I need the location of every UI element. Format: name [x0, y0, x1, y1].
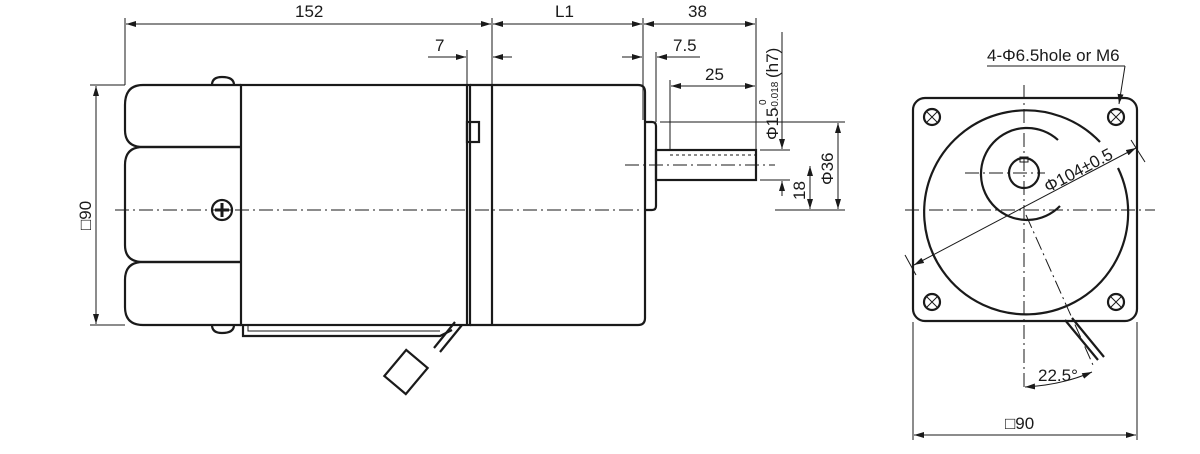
hole-icon — [922, 292, 942, 312]
motor-body — [239, 83, 472, 327]
pilot-flange — [645, 120, 658, 212]
lead-cable — [241, 321, 463, 396]
dim-38: 38 — [688, 2, 707, 21]
side-dimensions: 152 L1 38 7 7.5 25 Φ15 0 -0.018 (h7) 18 … — [76, 2, 845, 326]
mounting-holes — [922, 107, 1126, 312]
gearhead — [470, 83, 647, 327]
dim-pcd: Φ104±0.5 — [1041, 145, 1116, 197]
dim-square90-side: □90 — [76, 201, 95, 230]
hole-note: 4-Φ6.5hole or M6 — [987, 46, 1120, 65]
svg-text:0: 0 — [758, 99, 769, 105]
svg-text:-0.018: -0.018 — [770, 81, 781, 110]
dim-7: 7 — [435, 36, 444, 55]
fan-cover — [123, 75, 241, 335]
gear-arc — [979, 126, 1061, 222]
dim-phi15: Φ15 0 -0.018 (h7) — [758, 48, 782, 140]
side-view — [115, 75, 775, 396]
lead-wires — [1064, 317, 1105, 361]
svg-text:(h7): (h7) — [763, 48, 782, 78]
dim-l1: L1 — [555, 2, 574, 21]
svg-text:Φ15: Φ15 — [763, 108, 782, 140]
key-tab — [465, 120, 481, 144]
front-view — [905, 85, 1155, 390]
dim-7-5: 7.5 — [673, 36, 697, 55]
dim-25: 25 — [705, 65, 724, 84]
front-dimensions: 4-Φ6.5hole or M6 Φ104±0.5 22.5° □90 — [904, 46, 1146, 440]
hole-icon — [1106, 292, 1126, 312]
dim-phi36: Φ36 — [818, 153, 837, 185]
hole-icon — [922, 107, 942, 127]
housing-circle — [923, 109, 1130, 316]
dim-angle: 22.5° — [1038, 366, 1078, 385]
dim-square90-front: □90 — [1005, 414, 1034, 433]
connector — [382, 348, 430, 396]
dim-152: 152 — [295, 2, 323, 21]
hole-icon — [1106, 107, 1126, 127]
dim-18: 18 — [790, 181, 809, 200]
